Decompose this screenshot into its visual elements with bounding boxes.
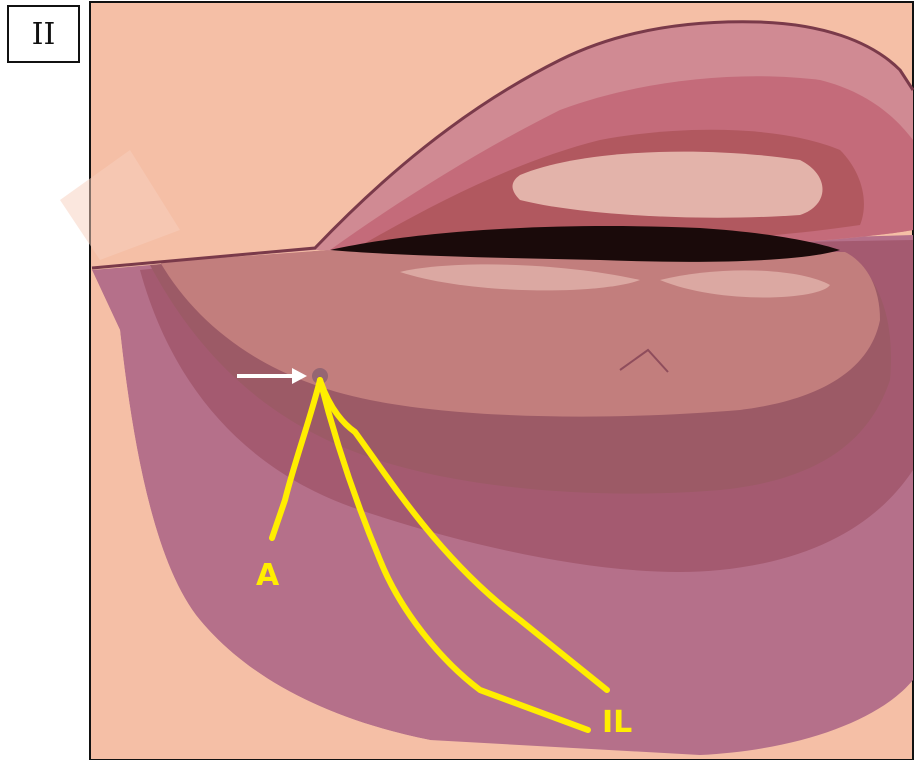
label-a: A [256, 558, 280, 593]
panel-label-box: II [7, 5, 80, 63]
panel-label: II [32, 17, 56, 52]
label-il: IL [602, 705, 632, 740]
